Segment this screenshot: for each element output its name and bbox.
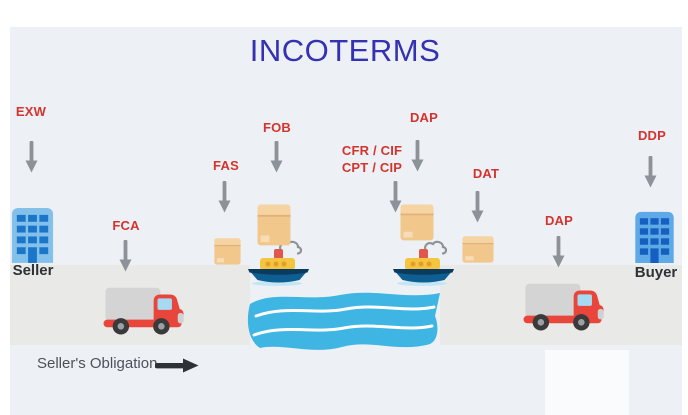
office-building-icon-seller	[8, 206, 57, 263]
seller-label: Seller	[12, 262, 54, 279]
delivery-truck-icon-fca	[103, 281, 185, 335]
right-arrow-icon	[155, 358, 199, 373]
seller-obligation-label: Seller's Obligation	[37, 355, 158, 372]
dap-land-down-arrow-icon	[552, 236, 565, 268]
background-highlight-patch	[545, 350, 629, 415]
dap-sea-down-arrow-icon	[411, 140, 424, 172]
package-box-icon-dat	[462, 236, 494, 263]
term-label-dat: DAT	[472, 166, 500, 181]
term-label-exw: EXW	[15, 104, 47, 119]
fas-down-arrow-icon	[218, 181, 231, 213]
office-building-icon-buyer	[630, 210, 679, 263]
package-box-icon-fas	[214, 238, 241, 265]
term-label-fas: FAS	[213, 158, 239, 173]
term-label-dap-sea: DAP	[409, 110, 439, 125]
package-box-icon-fob	[257, 204, 291, 246]
term-label-ddp: DDP	[637, 128, 667, 143]
buyer-label: Buyer	[634, 264, 678, 281]
cargo-ship-icon-right	[392, 238, 456, 286]
term-label-fca: FCA	[112, 218, 140, 233]
fob-down-arrow-icon	[270, 141, 283, 173]
term-label-fob: FOB	[262, 120, 292, 135]
package-box-icon-cfr	[400, 204, 434, 241]
term-label-cpt-cip: CPT / CIP	[341, 160, 403, 175]
cfr-down-arrow-icon	[389, 181, 402, 213]
dat-down-arrow-icon	[471, 191, 484, 223]
exw-down-arrow-icon	[25, 141, 38, 173]
term-label-cfr-cif: CFR / CIF	[341, 143, 403, 158]
delivery-truck-icon-dap	[523, 277, 605, 331]
fca-down-arrow-icon	[119, 240, 132, 272]
ddp-down-arrow-icon	[644, 156, 657, 188]
term-label-dap-land: DAP	[544, 213, 574, 228]
page-title: INCOTERMS	[249, 33, 441, 68]
water-waves-graphic	[247, 292, 440, 350]
